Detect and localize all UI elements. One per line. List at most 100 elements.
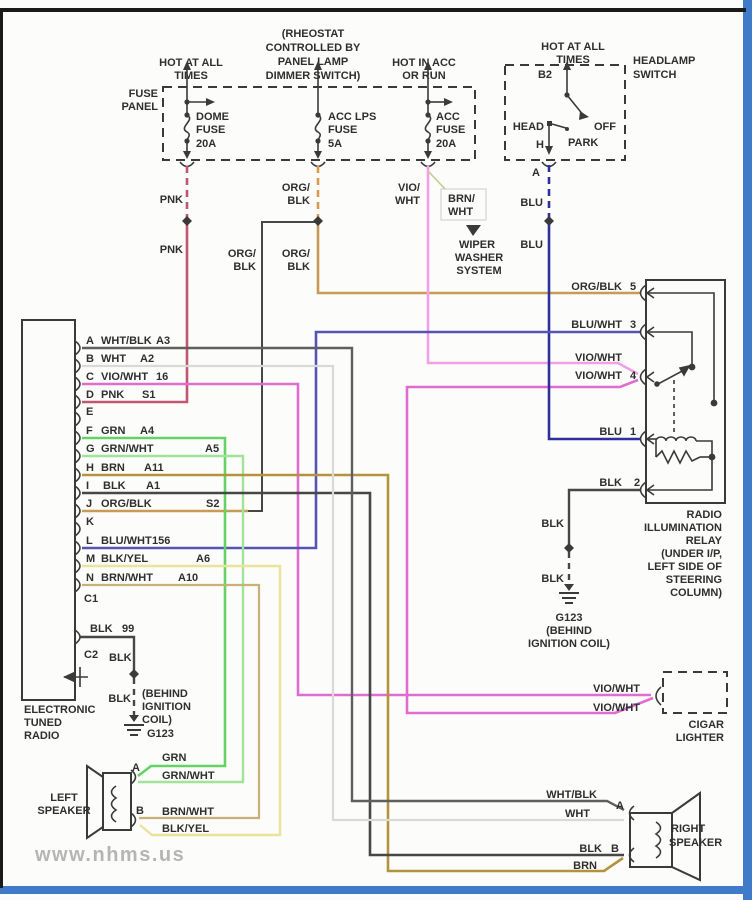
junction-blu [544,216,554,226]
svg-text:BLK: BLK [287,261,310,273]
connector-c2: C2 [84,649,98,661]
svg-text:ORG/: ORG/ [228,248,256,260]
cigar-lighter-box [662,671,728,714]
svg-text:E: E [86,406,93,418]
arrow-up-icon [424,61,432,70]
svg-text:A: A [616,800,624,812]
pin-bump [74,430,81,446]
speaker-cone [86,764,104,840]
svg-text:N: N [86,572,94,584]
svg-text:BLK: BLK [108,693,131,705]
watermark: www.nhms.us [34,844,185,866]
speaker-body [102,772,132,831]
svg-text:CIGAR: CIGAR [689,719,725,731]
svg-text:SPEAKER: SPEAKER [37,805,90,817]
svg-text:ORG/BLK: ORG/BLK [571,281,622,293]
svg-text:COLUMN): COLUMN) [670,587,722,599]
wire-labels: PNK PNK ORG/ BLK ORG/ BLK ORG/ BLK VIO/ … [160,182,543,273]
pin-bump [74,340,81,356]
arrow-head-icon [579,111,589,120]
terminal-b-bump [130,812,137,828]
svg-text:VIO/WHT: VIO/WHT [575,370,622,382]
svg-text:GRN/WHT: GRN/WHT [101,443,154,455]
right-speaker: A B RIGHT SPEAKER WHT/BLK WHT BLK BRN [546,789,722,882]
relay-caption: RADIO [687,509,723,521]
svg-text:BLK: BLK [541,518,564,530]
wire-blk99 [80,635,136,670]
wire-grnwht [82,454,245,784]
pin-bump [74,394,81,410]
svg-text:C: C [86,371,94,383]
headlamp-switch: HOT AT ALL TIMES HEADLAMP SWITCH B2 HEAD… [504,41,695,179]
feed2-label: (RHEOSTAT [282,28,345,40]
radio-name: ELECTRONIC [24,704,96,716]
svg-text:WHT: WHT [448,206,473,218]
svg-text:BLU/WHT: BLU/WHT [101,535,152,547]
svg-text:RADIO: RADIO [24,730,60,742]
arrow-right-icon [206,98,215,106]
wire-grn [82,436,227,778]
svg-text:B: B [86,353,94,365]
acc-lps-fuse: ACC LPS FUSE 5A [310,61,376,168]
scan-border-left [0,8,3,888]
svg-text:BLK/YEL: BLK/YEL [101,553,148,565]
wire-whtblk [82,346,625,812]
arrow-up-icon [563,61,571,70]
svg-text:ORG/BLK: ORG/BLK [101,498,152,510]
svg-text:FUSE: FUSE [328,124,357,136]
wiper-washer: BRN/ WHT WIPER WASHER SYSTEM [427,170,503,277]
junction-blk99 [129,669,139,679]
svg-text:3: 3 [630,319,636,331]
svg-text:COIL): COIL) [142,714,172,726]
svg-text:LEFT: LEFT [50,792,78,804]
svg-text:BRN: BRN [573,860,597,872]
resistor-icon [655,449,701,465]
svg-text:GRN/WHT: GRN/WHT [162,770,215,782]
svg-text:WHT: WHT [565,808,590,820]
svg-text:LIGHTER: LIGHTER [676,732,724,744]
wire-wht [82,364,624,822]
svg-text:H: H [536,139,544,151]
pin-bump [74,540,81,556]
connector-icon [655,686,662,706]
wire-viowht-pinC [82,382,651,697]
svg-text:BLU: BLU [520,239,543,251]
svg-text:OFF: OFF [594,121,616,133]
svg-text:FUSE: FUSE [436,124,465,136]
svg-text:DOME: DOME [196,111,229,123]
svg-text:S2: S2 [206,498,219,510]
svg-text:B: B [611,843,619,855]
wire-viowht-fuse [426,166,639,376]
coil-icon [655,436,697,442]
pin-bump [74,467,81,483]
junctions [129,216,574,679]
svg-text:RIGHT: RIGHT [671,823,706,835]
svg-text:SWITCH: SWITCH [633,69,676,81]
svg-text:BLK: BLK [103,480,126,492]
svg-text:GRN: GRN [101,425,126,437]
relay-internals [646,292,718,491]
wire-viowht-cigar [405,378,654,715]
arrow-down-icon [545,146,553,155]
svg-text:F: F [86,425,93,437]
svg-text:TIMES: TIMES [174,70,208,82]
svg-text:(UNDER I/P,: (UNDER I/P, [661,548,722,560]
arrow-up-icon [183,61,191,70]
svg-text:(BEHIND: (BEHIND [546,625,592,637]
svg-text:RELAY: RELAY [686,535,723,547]
fuse-panel-box [162,86,476,161]
svg-text:1: 1 [630,426,636,438]
wires [80,165,654,873]
svg-text:BLK: BLK [109,652,132,664]
svg-text:B: B [136,805,144,817]
fuse-icon [314,114,322,142]
connector-icon [420,161,436,168]
coil-icon [654,821,662,859]
svg-text:K: K [86,516,94,528]
arrow-down-icon [466,225,481,236]
svg-text:CONTROLLED BY: CONTROLLED BY [266,42,361,54]
ground-icon [124,715,144,736]
pin-bump [74,358,81,374]
